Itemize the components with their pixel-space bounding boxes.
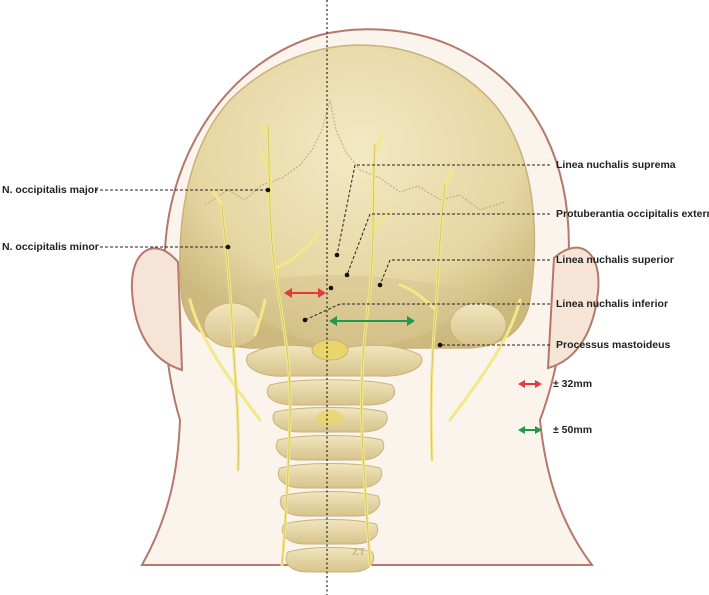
left-ear — [132, 248, 182, 370]
label-processus-mastoideus: Processus mastoideus — [556, 339, 670, 351]
label-n-occipitalis-minor: N. occipitalis minor — [2, 241, 99, 253]
label-linea-nuchalis-inferior: Linea nuchalis inferior — [556, 298, 668, 310]
label-linea-nuchalis-superior: Linea nuchalis superior — [556, 254, 674, 266]
legend-50mm: ± 50mm — [553, 424, 592, 436]
label-protuberantia-occipitalis-externa: Protuberantia occipitalis externa — [556, 208, 709, 220]
label-linea-nuchalis-suprema: Linea nuchalis suprema — [556, 159, 676, 171]
legend-32mm: ± 32mm — [553, 378, 592, 390]
artist-signature: ZT — [352, 546, 366, 558]
label-n-occipitalis-major: N. occipitalis major — [2, 184, 98, 196]
